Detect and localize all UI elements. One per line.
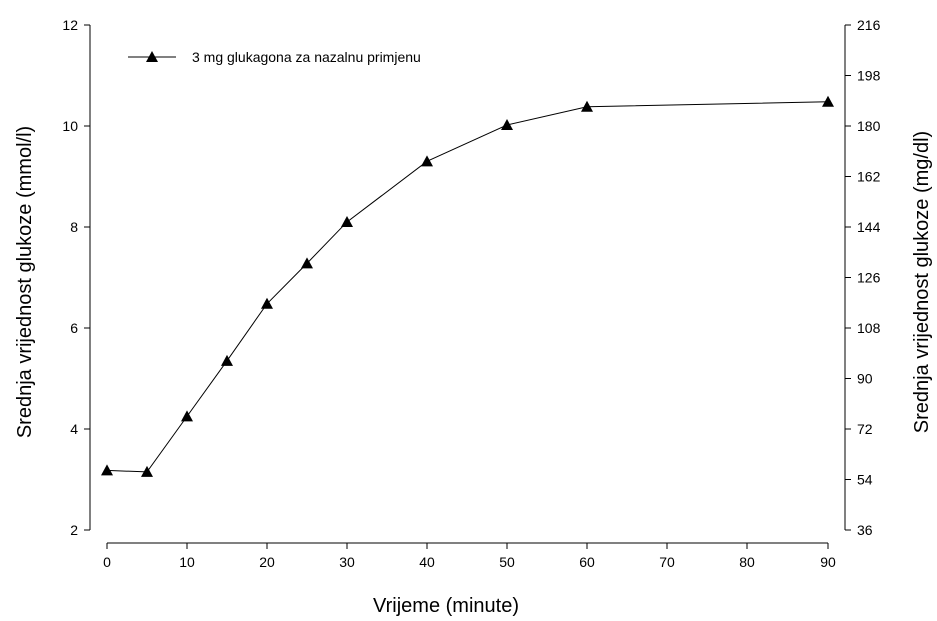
data-point-triangle <box>261 297 273 309</box>
data-point-triangle <box>421 155 433 167</box>
data-point-triangle <box>221 354 233 366</box>
right-y-tick-label: 126 <box>857 270 881 286</box>
left-y-axis-title: Srednja vrijednost glukoze (mmol/l) <box>14 126 36 438</box>
right-y-tick-label: 72 <box>857 421 873 437</box>
left-y-ticks: 2 4 6 8 10 12 <box>62 17 90 538</box>
series-line <box>106 101 829 473</box>
x-tick-label: 0 <box>103 554 111 570</box>
x-tick-label: 40 <box>419 554 435 570</box>
right-y-tick-label: 162 <box>857 169 881 185</box>
data-point-triangle <box>501 118 513 130</box>
x-tick-label: 30 <box>339 554 355 570</box>
right-y-tick-label: 216 <box>857 17 881 33</box>
x-tick-label: 70 <box>659 554 675 570</box>
x-axis-title: Vrijeme (minute) <box>373 595 519 617</box>
right-y-tick-label: 54 <box>857 472 873 488</box>
data-point-triangle <box>341 215 353 227</box>
x-tick-label: 80 <box>739 554 755 570</box>
right-y-tick-label: 180 <box>857 118 881 134</box>
left-y-tick-label: 6 <box>70 320 78 336</box>
right-y-axis-title: Srednja vrijednost glukoze (mg/dl) <box>911 131 933 433</box>
right-y-tick-label: 90 <box>857 371 873 387</box>
right-y-tick-label: 198 <box>857 68 881 84</box>
legend: 3 mg glukagona za nazalnu primjenu <box>128 49 421 65</box>
data-point-triangle <box>101 464 113 476</box>
left-y-tick-label: 4 <box>70 421 78 437</box>
data-point-triangle <box>141 465 153 477</box>
right-y-tick-label: 36 <box>857 522 873 538</box>
data-point-triangle <box>822 95 834 107</box>
left-y-tick-label: 10 <box>62 118 78 134</box>
x-tick-label: 60 <box>579 554 595 570</box>
left-y-tick-label: 8 <box>70 219 78 235</box>
left-y-tick-label: 12 <box>62 17 78 33</box>
x-tick-label: 20 <box>259 554 275 570</box>
legend-triangle-marker <box>146 51 158 62</box>
x-tick-label: 10 <box>179 554 195 570</box>
right-y-tick-label: 108 <box>857 320 881 336</box>
right-y-ticks: 36 54 72 90 108 126 144 162 180 198 216 <box>845 17 881 538</box>
data-point-triangle <box>301 257 313 269</box>
data-point-triangle <box>181 410 193 422</box>
data-point-triangle <box>581 100 593 112</box>
x-tick-label: 50 <box>499 554 515 570</box>
legend-label: 3 mg glukagona za nazalnu primjenu <box>192 49 421 65</box>
left-y-tick-label: 2 <box>70 522 78 538</box>
series-layer <box>101 95 834 477</box>
axes <box>89 25 846 544</box>
x-ticks: 0 10 20 30 40 50 60 70 80 90 <box>103 543 836 570</box>
right-y-tick-label: 144 <box>857 219 881 235</box>
x-tick-label: 90 <box>820 554 836 570</box>
